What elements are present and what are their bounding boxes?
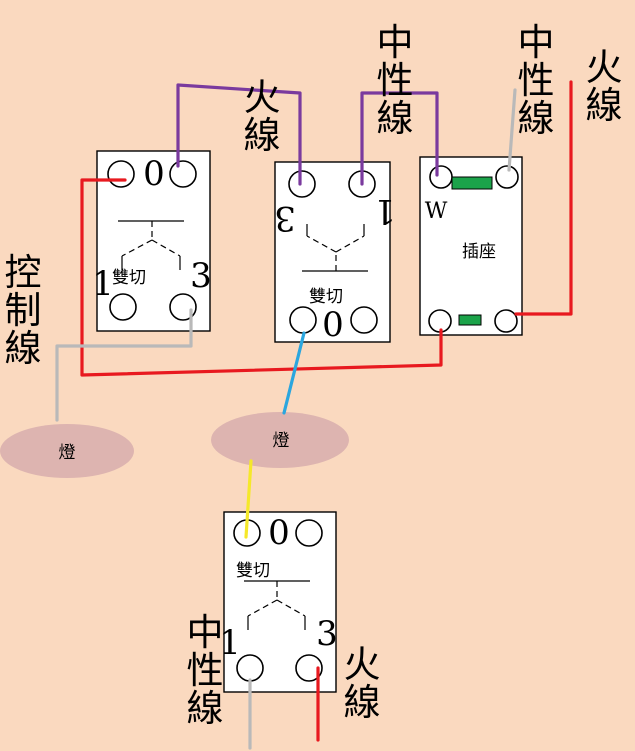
switch3-terminal-3: 3 bbox=[316, 614, 338, 654]
hot-label-bottom: 火線 bbox=[344, 643, 381, 724]
switch-top-middle: 3 1 0 雙切 bbox=[274, 161, 396, 345]
hot-label-top-middle: 火線 bbox=[244, 76, 281, 157]
socket-w-label: W bbox=[425, 199, 448, 224]
neutral-wire-socket bbox=[507, 88, 517, 172]
hot-wire-socket bbox=[514, 80, 573, 316]
neutral-label-top-middle: 中性線 bbox=[377, 21, 414, 140]
switch2-label: 雙切 bbox=[309, 287, 343, 307]
switch-top-left: 0 1 3 雙切 bbox=[92, 150, 212, 332]
switch1-label: 雙切 bbox=[112, 268, 146, 288]
hot-label-top-right: 火線 bbox=[586, 46, 623, 127]
neutral-label-bottom: 中性線 bbox=[187, 611, 224, 730]
switch1-terminal-3: 3 bbox=[190, 256, 212, 296]
jumper-wire-switch2-socket bbox=[360, 91, 439, 186]
switch3-terminal-1: 1 bbox=[219, 623, 241, 663]
lamp-wire bbox=[282, 331, 306, 415]
switch3-terminal-0: 0 bbox=[268, 513, 290, 553]
socket-outlet: W 插座 bbox=[419, 156, 523, 336]
neutral-label-top-right: 中性線 bbox=[518, 21, 555, 140]
switch2-terminal-0: 0 bbox=[322, 305, 344, 345]
hot-wire-loop bbox=[80, 178, 443, 377]
switch-wire-bottom bbox=[244, 459, 253, 539]
switch1-terminal-0: 0 bbox=[143, 154, 165, 194]
switch2-terminal-3: 3 bbox=[274, 198, 296, 238]
lamp-left bbox=[0, 424, 134, 478]
lamp-left-label: 燈 bbox=[59, 443, 76, 463]
lamp-middle-label: 燈 bbox=[273, 431, 290, 451]
switch3-label: 雙切 bbox=[236, 561, 270, 581]
switch1-terminal-1: 1 bbox=[92, 264, 114, 304]
control-label-left: 控制線 bbox=[5, 251, 42, 370]
lamp-middle bbox=[211, 412, 349, 468]
switch2-terminal-1: 1 bbox=[374, 191, 396, 231]
switch-bottom: 0 1 3 雙切 bbox=[219, 511, 338, 693]
jumper-wire-switch1-switch2 bbox=[176, 83, 302, 186]
control-wire bbox=[55, 308, 193, 422]
socket-label: 插座 bbox=[462, 242, 496, 262]
